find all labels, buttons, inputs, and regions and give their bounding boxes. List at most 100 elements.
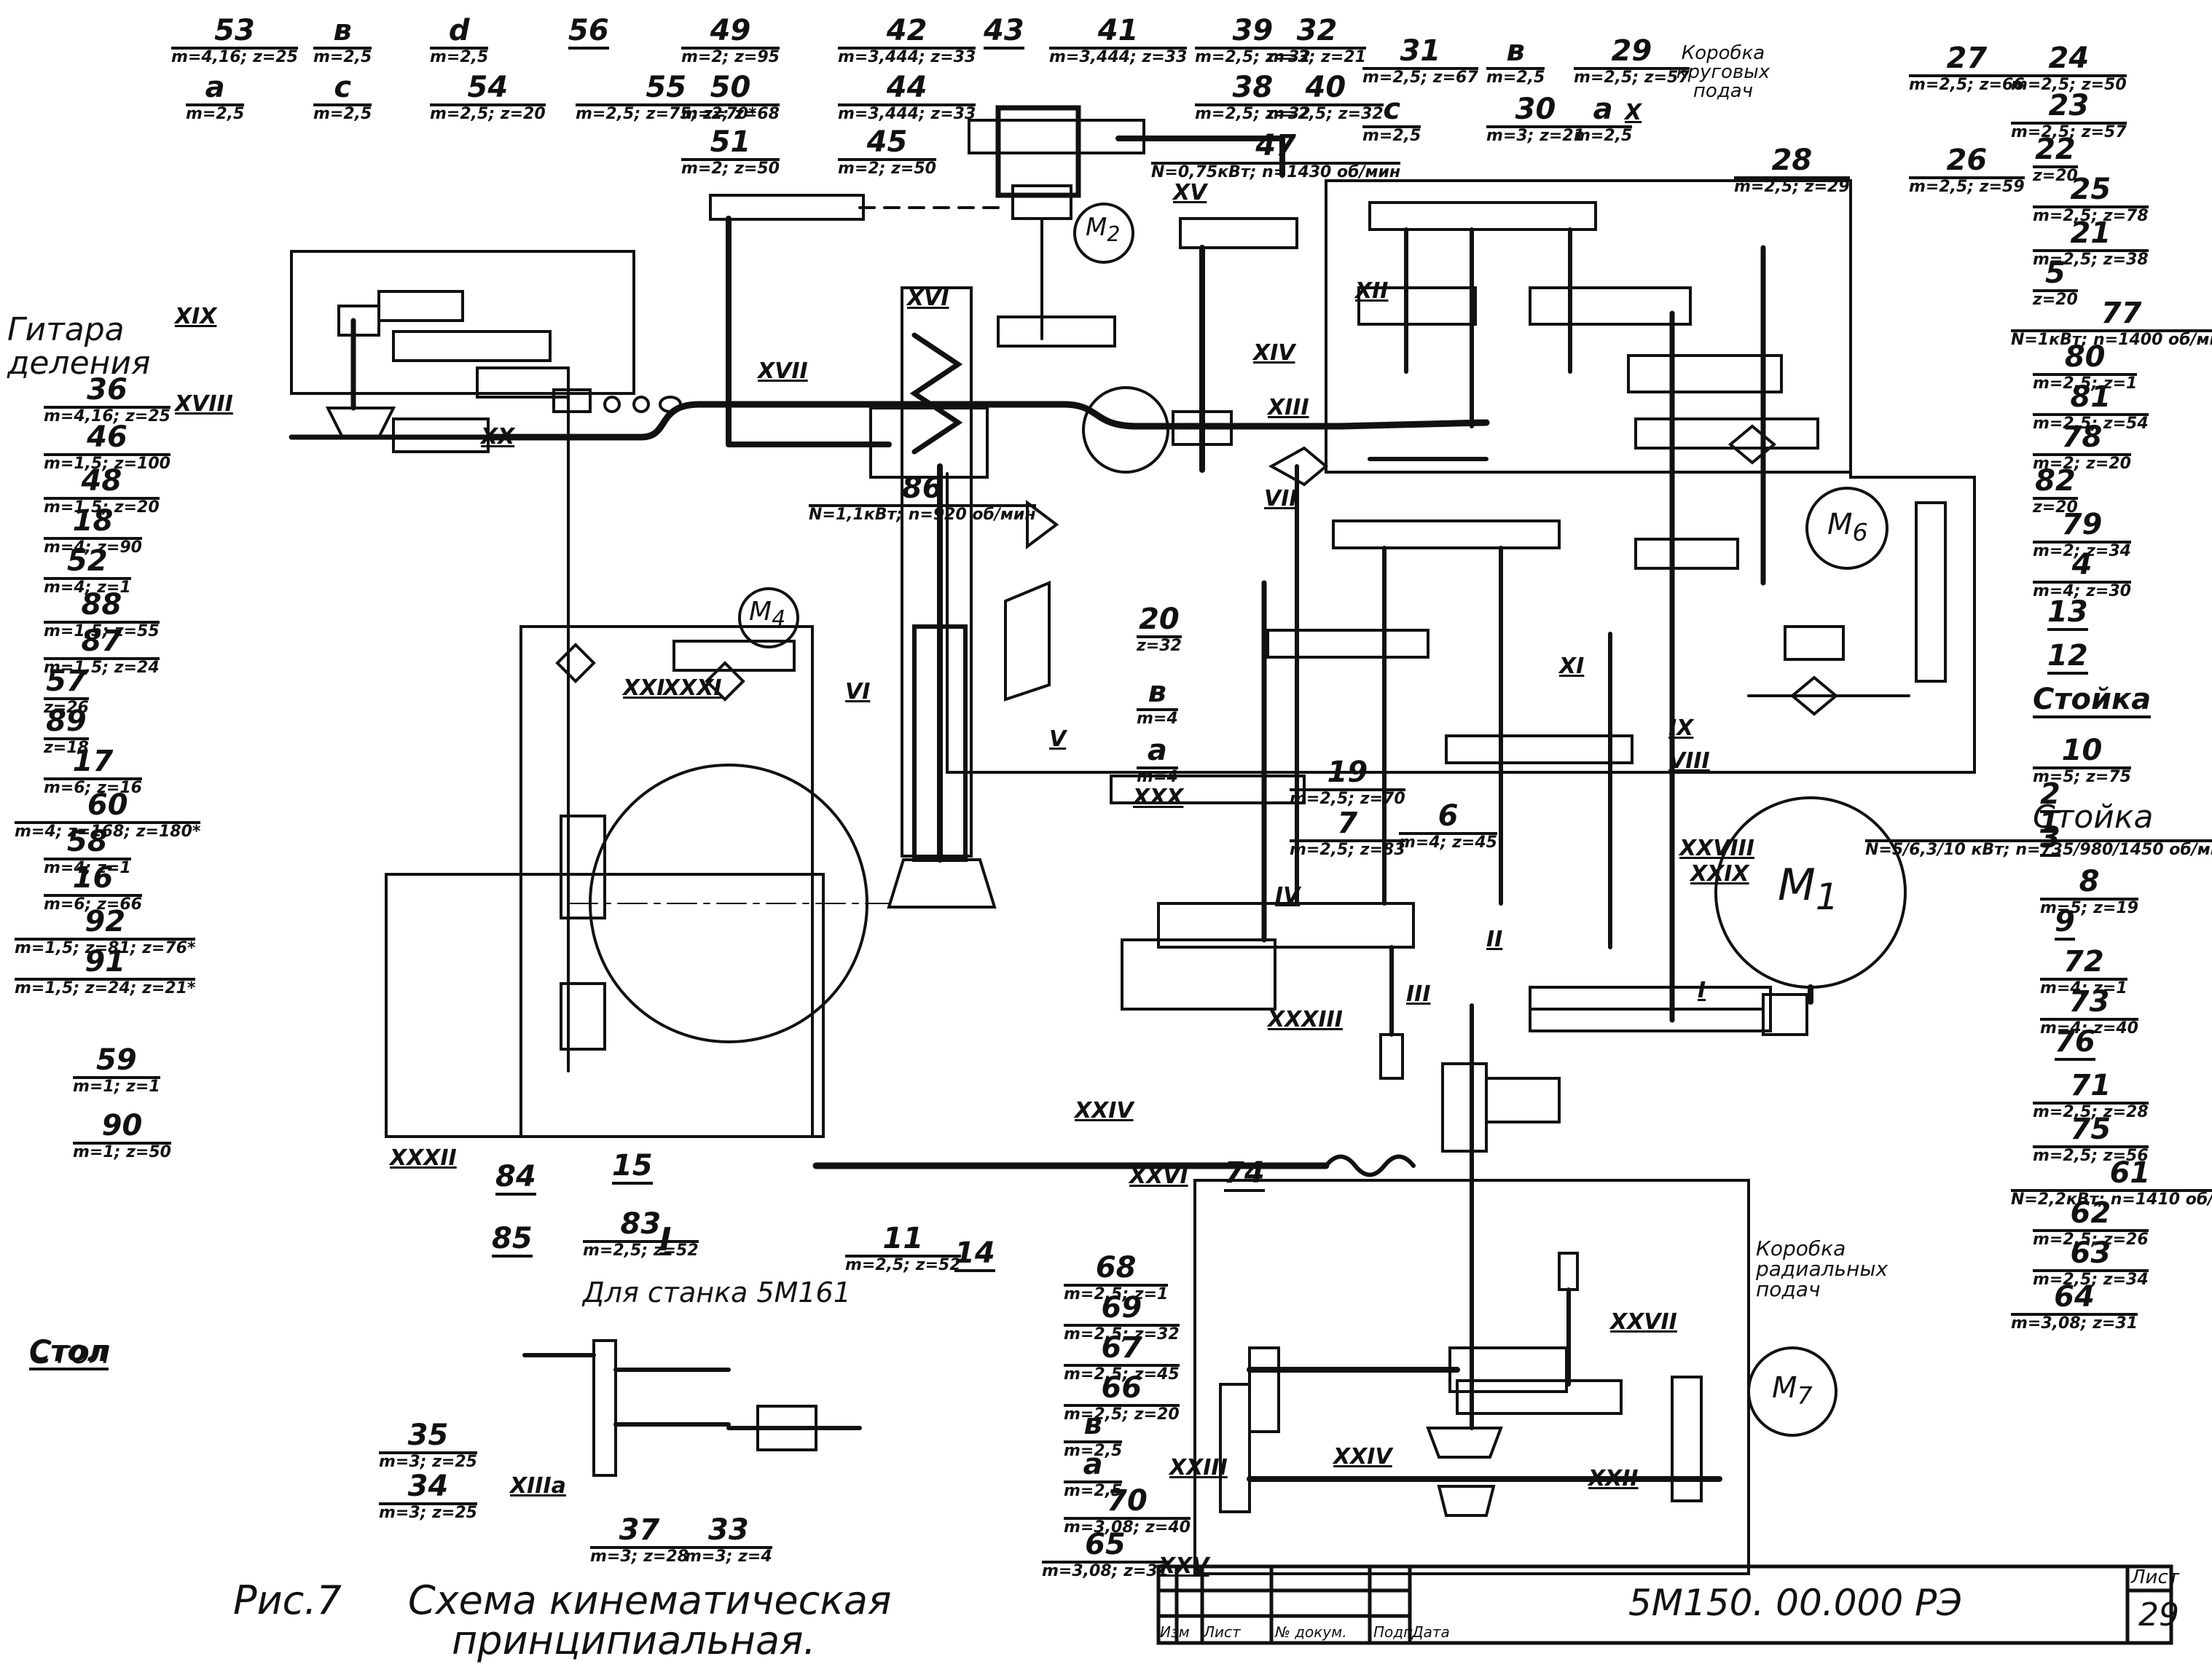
- callout-number: 32: [1268, 16, 1366, 50]
- shaft-label-xviii: XVIII: [175, 391, 233, 417]
- shaft-label-xiii: XIII: [1268, 395, 1309, 420]
- shaft-label-vii: VII: [1264, 486, 1298, 511]
- motor-m6-circle: [1805, 487, 1889, 570]
- shaft-label-xxxi: XXXI: [663, 675, 722, 701]
- callout-spec: m=2,5; z=57: [1574, 68, 1690, 87]
- callout-number: 43: [984, 16, 1024, 50]
- callout-spec: m=1,5; z=81; z=76*: [15, 939, 196, 957]
- shaft-label-v: V: [1049, 726, 1067, 752]
- callout-spec: m=2,5; z=26: [2033, 1231, 2149, 1249]
- shaft-label-xxiii: XXIII: [1169, 1455, 1228, 1480]
- callout-spec: m=1; z=1: [73, 1078, 160, 1096]
- callout-spec: m=2,5; z=20: [1064, 1405, 1180, 1424]
- callout-number: 45: [838, 128, 936, 161]
- tb-col-sign: Подп.: [1373, 1623, 1418, 1641]
- motor-m2-circle: [1073, 203, 1134, 264]
- callout-Стойка: Стойка: [2033, 685, 2152, 718]
- callout-number: 25: [2033, 175, 2149, 208]
- assembly-radial-feed-box: Коробка радиальных подач: [1756, 1236, 1889, 1301]
- variant-roman: I: [659, 1221, 672, 1258]
- callout-spec: m=4; z=90: [44, 538, 142, 557]
- shaft-label-xxii: XXII: [1588, 1466, 1639, 1491]
- shaft-label-iv: IV: [1275, 883, 1301, 909]
- callout-number: 61: [2011, 1158, 2212, 1192]
- callout-number: в: [1486, 36, 1545, 70]
- callout-spec: m=1,5; z=55: [44, 622, 160, 640]
- callout-61: 61N=2,2кВт; n=1410 об/мин: [2011, 1158, 2212, 1208]
- callout-spec: m=4; z=1: [2040, 979, 2127, 997]
- callout-spec: m=2,5; z=28: [2033, 1103, 2149, 1121]
- callout-number: 49: [681, 16, 780, 50]
- callout-number: 34: [379, 1472, 477, 1505]
- callout-number: 12: [2047, 641, 2088, 675]
- callout-spec: m=2,5; z=70: [1290, 790, 1405, 808]
- shaft-label-vi: VI: [845, 679, 871, 705]
- callout-spec: m=4,16; z=25: [171, 48, 298, 66]
- callout-number: 29: [1574, 36, 1690, 70]
- callout-76: 76: [2055, 1027, 2095, 1061]
- callout-43: 43: [984, 16, 1024, 50]
- callout-number: 26: [1909, 146, 2025, 179]
- callout-number: 1: [1865, 809, 2212, 842]
- callout-number: 54: [430, 73, 546, 106]
- callout-spec: m=1,5; z=24; z=21*: [15, 979, 196, 997]
- callout-spec: z=20: [2033, 167, 2078, 185]
- callout-Стол: Стол: [29, 1337, 109, 1370]
- shaft-label-viii: VIII: [1668, 748, 1710, 774]
- shaft-label-xxxiii: XXXIII: [1268, 1007, 1343, 1032]
- callout-number: 22: [2033, 135, 2078, 168]
- callout-spec: m=3,08; z=31: [2011, 1314, 2138, 1333]
- callout-number: 83: [583, 1209, 699, 1243]
- callout-spec: z=26: [44, 699, 89, 717]
- callout-spec: m=2; z=50: [838, 160, 936, 178]
- callout-spec: m=2; z=68: [681, 105, 780, 123]
- callout-85: 85: [492, 1224, 533, 1258]
- callout-number: 39: [1195, 16, 1311, 50]
- callout-spec: m=3,444; z=33: [1049, 48, 1188, 66]
- callout-number: 3: [2040, 823, 2060, 857]
- callout-number: a: [186, 73, 245, 106]
- callout-number: 84: [495, 1162, 536, 1196]
- callout-spec: m=3; z=21: [1268, 48, 1366, 66]
- callout-number: в: [313, 16, 372, 50]
- callout-spec: m=2,5; z=32: [1064, 1325, 1180, 1344]
- callout-9: 9: [2055, 907, 2075, 941]
- callout-spec: z=32: [1137, 637, 1182, 655]
- callout-number: 23: [2011, 91, 2127, 125]
- callout-spec: m=2,5; z=52: [583, 1242, 699, 1260]
- main-top-shaft: [485, 401, 1490, 441]
- motor-m4-circle: [738, 587, 799, 648]
- callout-number: 24: [2011, 44, 2127, 77]
- shaft-label-xx: XX: [481, 424, 515, 450]
- motor-m6-label: M6: [1827, 508, 1868, 546]
- callout-13: 13: [2047, 597, 2088, 631]
- callout-number: a: [1064, 1450, 1123, 1483]
- shaft-label-i: I: [1698, 978, 1706, 1003]
